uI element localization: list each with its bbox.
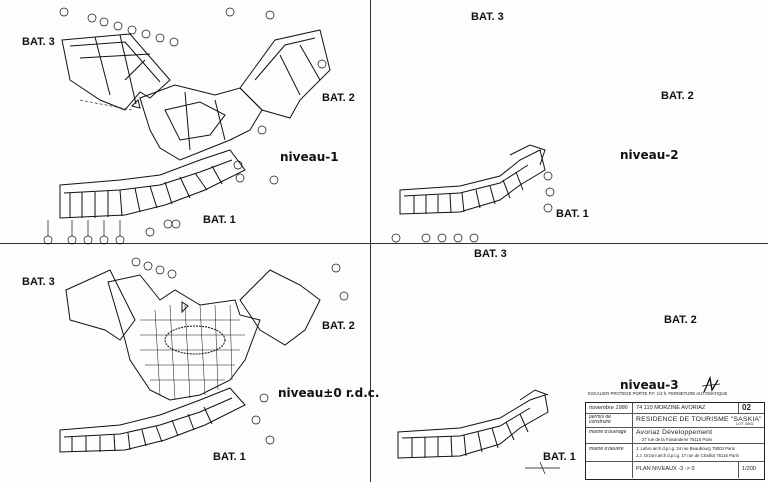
q4-niveau-label: niveau-3: [620, 378, 679, 392]
tb-architect-label: maître d'oeuvre: [589, 447, 624, 452]
q1-niveau-label: niveau-1: [280, 150, 339, 164]
tb-project-name: RESIDENCE DE TOURISME "SASKIA": [636, 416, 762, 423]
plan-niveau-0: [59, 257, 349, 453]
tb-row-architect: maître d'oeuvre J. Labro arch d.p.l.g. 2…: [586, 443, 764, 462]
q3-bat2-label: BAT. 2: [322, 320, 355, 332]
tb-project-lot: LOT 1002: [736, 421, 754, 426]
plan-niveau-3: [397, 389, 560, 475]
q3-bat3-label: BAT. 3: [22, 276, 55, 288]
title-block: novembre 1986 74 110 MORZINE AVORIAZ 02 …: [585, 402, 765, 480]
tb-owner-name: Avoriaz Développement: [636, 429, 713, 436]
q2-bat2-label: BAT. 2: [661, 90, 694, 102]
tb-plan-label: PLAN NIVEAUX -3 -> 0: [636, 466, 695, 472]
q3-bat1-label: BAT. 1: [213, 451, 246, 463]
tb-owner-label: maître d'ouvrage: [589, 430, 627, 435]
q2-bat1-label: BAT. 1: [556, 208, 589, 220]
tb-row-plan: PLAN NIVEAUX -3 -> 0 1/200: [586, 461, 764, 478]
tb-permit-label: permis de construire: [589, 415, 611, 425]
horizontal-divider: [0, 243, 768, 244]
tb-row-owner: maître d'ouvrage Avoriaz Développement 2…: [586, 427, 764, 444]
plan-niveau-2: [391, 144, 555, 243]
vertical-divider: [370, 0, 371, 482]
tb-row-project: permis de construire RESIDENCE DE TOURIS…: [586, 413, 764, 428]
signature-mark: [701, 375, 721, 393]
tb-architect-2: J.J. Orzoni arch d.p.l.g. 17 rue de Chai…: [636, 453, 739, 458]
tb-location: 74 110 MORZINE AVORIAZ: [636, 405, 706, 411]
q4-bat1-label: BAT. 1: [543, 451, 576, 463]
q1-bat3-label: BAT. 3: [22, 36, 55, 48]
title-block-note: ESCALIER PROTEGE PORTE P.F. 1/2 h. FERME…: [588, 391, 728, 396]
q1-bat2-label: BAT. 2: [322, 92, 355, 104]
q3-niveau-label: niveau±0 r.d.c.: [278, 386, 380, 400]
q4-bat2-label: BAT. 2: [664, 314, 697, 326]
q2-niveau-label: niveau-2: [620, 148, 679, 162]
q4-bat3-label: BAT. 3: [474, 248, 507, 260]
plan-niveau-1: [43, 7, 331, 245]
tb-row-header: novembre 1986 74 110 MORZINE AVORIAZ 02: [586, 403, 764, 414]
tb-sheet-number: 02: [742, 403, 751, 412]
q2-bat3-label: BAT. 3: [471, 11, 504, 23]
tb-owner-address: 27 rue de la Faisanderie 75116 Paris: [642, 437, 713, 442]
tb-architect-1: J. Labro arch d.p.l.g. 24 rue Beaubourg …: [636, 446, 735, 451]
q1-bat1-label: BAT. 1: [203, 214, 236, 226]
tb-scale: 1/200: [742, 466, 756, 472]
tb-date: novembre 1986: [589, 405, 628, 411]
